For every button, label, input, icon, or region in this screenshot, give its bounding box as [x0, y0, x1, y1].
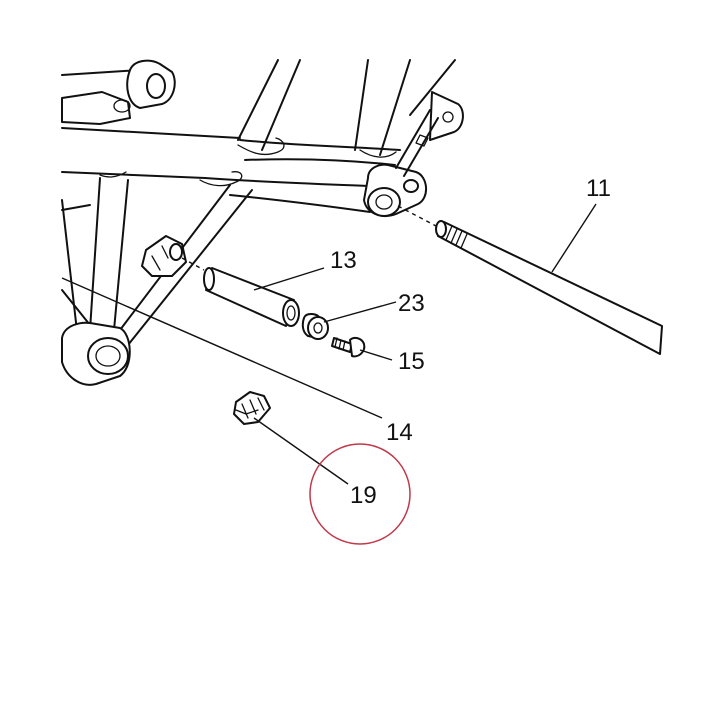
callout-14: 14 — [386, 419, 413, 446]
callout-11: 11 — [586, 175, 611, 202]
callout-19: 19 — [350, 482, 377, 509]
leader-lines — [61, 203, 597, 485]
frame-structure — [61, 59, 464, 386]
callout-13: 13 — [330, 247, 357, 274]
callout-15: 15 — [398, 348, 425, 375]
part-15-bolt — [331, 336, 366, 358]
highlight-circle-19 — [309, 443, 411, 545]
part-11-rod — [397, 205, 663, 355]
part-13-sleeve — [181, 257, 300, 327]
part-19-stopper — [233, 391, 271, 425]
part-23-washer — [301, 313, 329, 340]
callout-23: 23 — [398, 290, 425, 317]
callout-labels: 11 13 23 15 14 19 — [330, 175, 611, 509]
